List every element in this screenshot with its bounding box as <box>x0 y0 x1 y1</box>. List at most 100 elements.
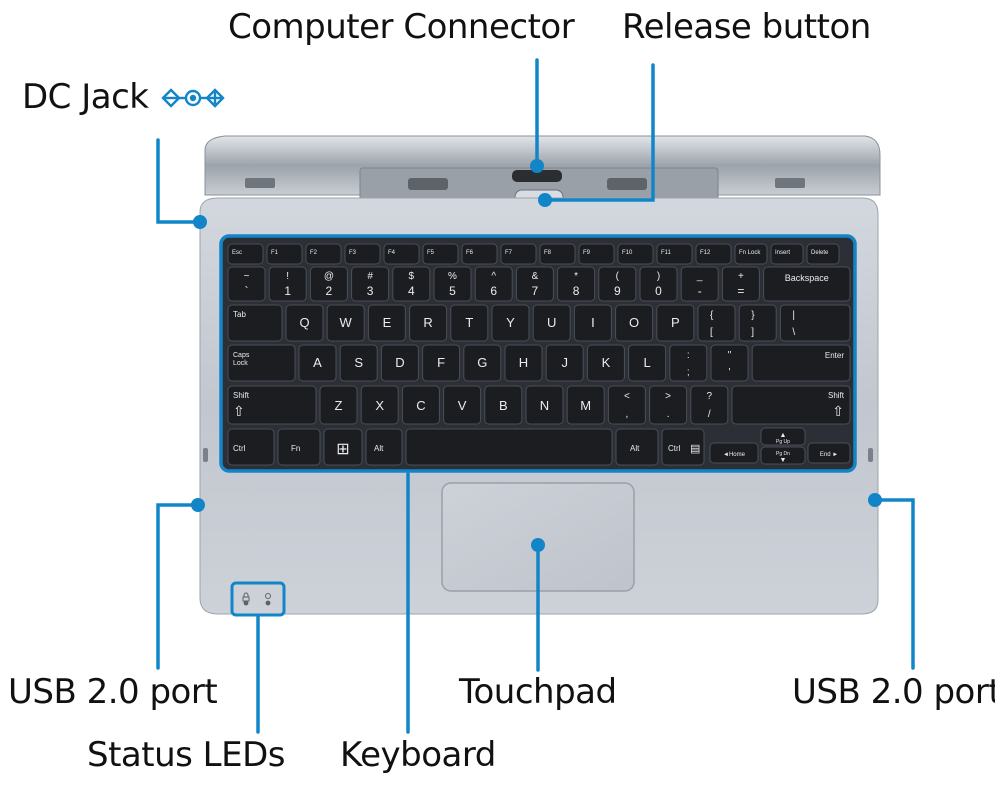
key-comma[interactable]: <, <box>607 385 646 425</box>
key-shift-left[interactable]: Shift⇧ <box>227 385 317 425</box>
key-f11-legend: F11 <box>661 250 672 256</box>
label-keyboard: Keyboard <box>340 735 496 775</box>
key-backspace[interactable]: Backspace <box>763 266 851 302</box>
key-ctrl-left[interactable]: Ctrl <box>227 428 275 466</box>
key-t[interactable]: T <box>450 304 489 342</box>
key-f6[interactable]: F6 <box>461 243 498 265</box>
key-insert[interactable]: Insert <box>770 243 804 265</box>
key-2-cap <box>309 266 348 302</box>
key-f11[interactable]: F11 <box>656 243 693 265</box>
key-delete[interactable]: Delete <box>806 243 840 265</box>
key-sym[interactable]: _- <box>680 266 719 302</box>
key-sym[interactable]: |\ <box>779 304 851 342</box>
key-d-cap <box>380 344 419 382</box>
key-windows[interactable]: ⊞ <box>323 428 363 466</box>
key-2[interactable]: @2 <box>309 266 348 302</box>
key-6-legend: 6 <box>490 284 497 298</box>
key-f2[interactable]: F2 <box>305 243 342 265</box>
key-r[interactable]: R <box>409 304 448 342</box>
key-pgup[interactable]: ▲Pg Up <box>760 427 806 446</box>
key-w-legend: W <box>340 315 353 330</box>
key-o-legend: O <box>629 315 639 330</box>
key-pgdn-legend: ▼ <box>780 457 787 464</box>
key-1[interactable]: !1 <box>268 266 307 302</box>
key-f9[interactable]: F9 <box>578 243 615 265</box>
key-shift-right[interactable]: Shift⇧ <box>731 385 851 425</box>
key-8[interactable]: *8 <box>557 266 596 302</box>
key-slash[interactable]: ?/ <box>690 385 729 425</box>
key-h[interactable]: H <box>504 344 543 382</box>
key-f12[interactable]: F12 <box>695 243 732 265</box>
key-4-legend: $ <box>409 271 415 282</box>
key-0[interactable]: )0 <box>639 266 678 302</box>
key-5[interactable]: %5 <box>433 266 472 302</box>
key-c[interactable]: C <box>401 385 440 425</box>
key-f8[interactable]: F8 <box>539 243 576 265</box>
key-f5[interactable]: F5 <box>422 243 459 265</box>
key-f[interactable]: F <box>422 344 461 382</box>
lock-led-icon <box>242 592 250 602</box>
key-space[interactable] <box>405 428 613 466</box>
key-k[interactable]: K <box>586 344 625 382</box>
key-3[interactable]: #3 <box>351 266 390 302</box>
key-shift-right-legend: Shift <box>828 391 845 400</box>
key-x[interactable]: X <box>360 385 399 425</box>
key-6[interactable]: ^6 <box>474 266 513 302</box>
key-n[interactable]: N <box>525 385 564 425</box>
key-o[interactable]: O <box>615 304 654 342</box>
key-ctrl-right[interactable]: Ctrl▤ <box>661 428 705 466</box>
key-y[interactable]: Y <box>491 304 530 342</box>
key-f11-cap <box>656 243 693 265</box>
key-tab[interactable]: Tab <box>227 304 283 342</box>
key-v[interactable]: V <box>443 385 482 425</box>
usb-right-leader <box>873 498 915 670</box>
key-home[interactable]: ◄Home <box>709 442 759 464</box>
key-shift-left-legend: Shift <box>233 391 250 400</box>
key-7[interactable]: &7 <box>515 266 554 302</box>
key-semicolon[interactable]: :; <box>669 344 708 382</box>
key-q[interactable]: Q <box>285 304 324 342</box>
key-4[interactable]: $4 <box>392 266 431 302</box>
key-pgdn-legend: Pg Dn <box>776 451 790 457</box>
key-pgdn[interactable]: Pg Dn▼ <box>760 446 806 465</box>
key-alt-left[interactable]: Alt <box>365 428 403 466</box>
key-g[interactable]: G <box>463 344 502 382</box>
key-9[interactable]: (9 <box>598 266 637 302</box>
key-enter[interactable]: Enter <box>751 344 851 382</box>
key-f1[interactable]: F1 <box>266 243 303 265</box>
key-a[interactable]: A <box>298 344 337 382</box>
key-f4[interactable]: F4 <box>383 243 420 265</box>
key-sym[interactable]: += <box>721 266 760 302</box>
key-end[interactable]: End ► <box>807 442 851 464</box>
key-m[interactable]: M <box>566 385 605 425</box>
key-l[interactable]: L <box>628 344 667 382</box>
key-9-cap <box>598 266 637 302</box>
key-u[interactable]: U <box>532 304 571 342</box>
key-s[interactable]: S <box>339 344 378 382</box>
key-f3[interactable]: F3 <box>344 243 381 265</box>
key-b[interactable]: B <box>484 385 523 425</box>
key-tilde[interactable]: ~` <box>227 266 266 302</box>
key-fn-lock[interactable]: Fn Lock <box>734 243 768 265</box>
key-p[interactable]: P <box>656 304 695 342</box>
key-fn[interactable]: Fn <box>277 428 321 466</box>
key-f7[interactable]: F7 <box>500 243 537 265</box>
key-sym[interactable]: }] <box>738 304 777 342</box>
key-sym[interactable]: {[ <box>697 304 736 342</box>
key-quote[interactable]: "' <box>710 344 749 382</box>
key-z[interactable]: Z <box>319 385 358 425</box>
key-d[interactable]: D <box>380 344 419 382</box>
key-f10[interactable]: F10 <box>617 243 654 265</box>
key-space-cap <box>405 428 613 466</box>
key-v-cap <box>443 385 482 425</box>
key-period[interactable]: >. <box>649 385 688 425</box>
key-esc[interactable]: Esc <box>227 243 264 265</box>
key-i[interactable]: I <box>573 304 612 342</box>
key-e[interactable]: E <box>367 304 406 342</box>
key-alt-right[interactable]: Alt <box>615 428 659 466</box>
key-x-legend: X <box>375 398 384 413</box>
key-j[interactable]: J <box>545 344 584 382</box>
key-w[interactable]: W <box>326 304 365 342</box>
key-y-cap <box>491 304 530 342</box>
